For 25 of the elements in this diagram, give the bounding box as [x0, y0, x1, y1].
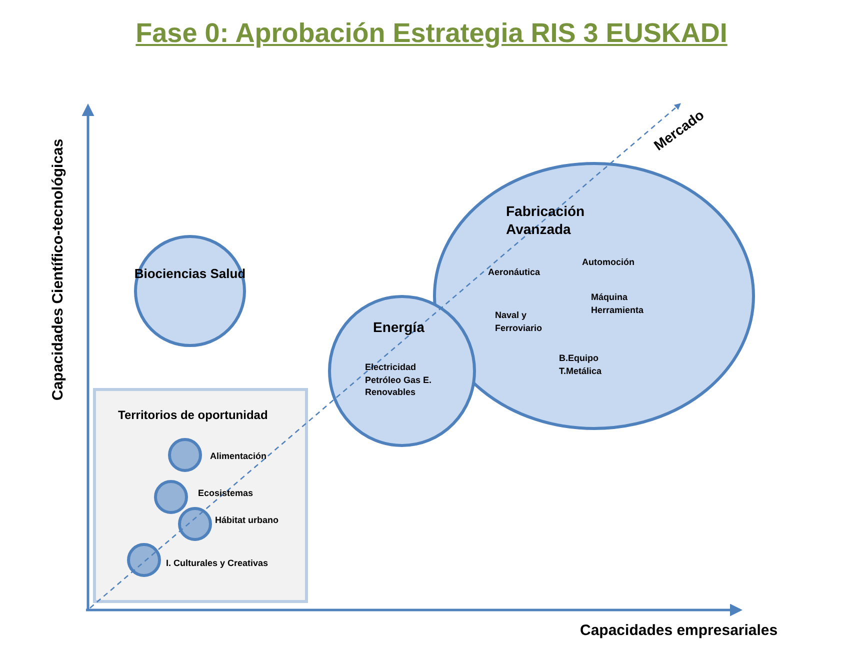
bubble-title: Fabricación Avanzada	[506, 202, 586, 238]
sector-bubble	[134, 235, 246, 347]
sector-list: Electricidad Petróleo Gas E. Renovables	[365, 361, 445, 398]
small-bubble	[127, 543, 161, 577]
bubble-label: Hábitat urbano	[215, 515, 279, 525]
small-bubble	[168, 438, 202, 472]
bubble-title: Biociencias Salud	[134, 266, 246, 283]
sector-label: Automoción	[582, 256, 636, 268]
bubble-label: I. Culturales y Creativas	[166, 558, 268, 568]
bubble-title: Energía	[373, 318, 426, 336]
sector-label: Aeronáutica	[488, 266, 542, 278]
panel-box	[93, 388, 308, 603]
sector-label: Naval y Ferroviario	[495, 309, 544, 334]
panel-title: Territorios de oportunidad	[118, 408, 269, 424]
sector-label: Máquina Herramienta	[591, 291, 645, 316]
small-bubble	[178, 507, 212, 541]
sector-bubble	[328, 295, 476, 447]
bubble-label: Alimentación	[210, 451, 267, 461]
sector-bubble	[433, 162, 755, 430]
bubble-label: Ecosistemas	[198, 488, 254, 498]
title: Fase 0: Aprobación Estrategia RIS 3 EUSKADI	[136, 18, 728, 48]
axis-label: Capacidades Científico-tecnológicas	[50, 140, 66, 400]
small-bubble	[154, 480, 188, 514]
axis-label: Capacidades empresariales	[580, 622, 778, 639]
sector-label: B.Equipo T.Metálica	[559, 352, 603, 377]
